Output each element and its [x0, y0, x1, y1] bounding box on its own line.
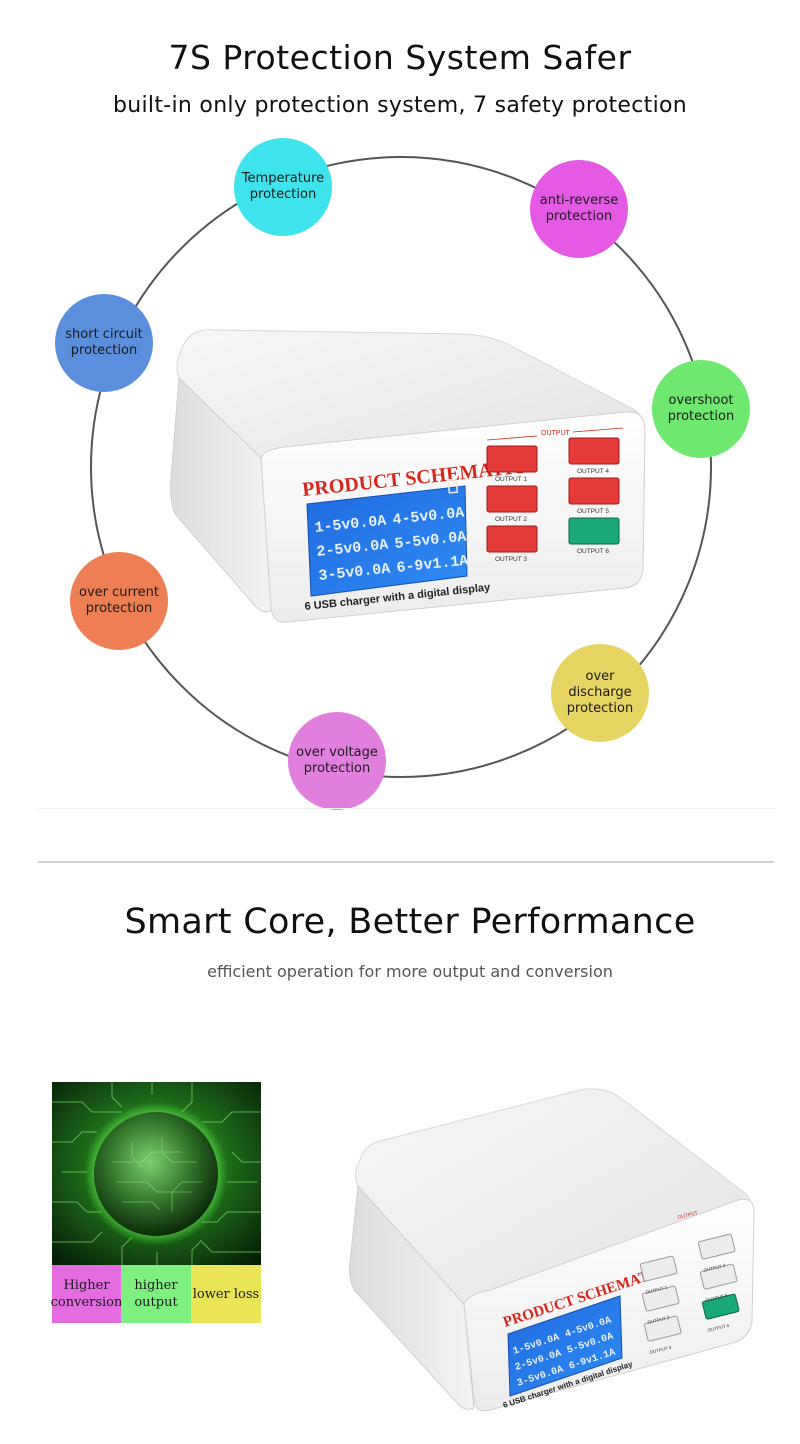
section-divider: [38, 861, 774, 863]
bubble-over-discharge-protection: over discharge protection: [551, 644, 649, 742]
port-label: OUTPUT 3: [495, 556, 527, 563]
output-header: OUTPUT: [541, 430, 571, 437]
port-label: OUTPUT 1: [495, 476, 527, 483]
charger-product-image: PRODUCT SCHEMATIC 1-5v0.0A 2-5v0.0A 3-5v…: [170, 329, 646, 623]
feature-higher-output: higher output: [121, 1265, 191, 1323]
section-title-performance: Smart Core, Better Performance: [124, 902, 696, 942]
section-line: [36, 808, 776, 809]
port-label: OUTPUT 2: [647, 1315, 670, 1325]
port-label: OUTPUT 5: [577, 508, 609, 515]
lcd-display: [507, 1295, 623, 1397]
feature-lower-loss: lower loss: [191, 1265, 261, 1323]
bubble-label: over voltage protection: [296, 745, 378, 776]
bubble-overshoot-protection: overshoot protection: [652, 360, 750, 458]
port-label: OUTPUT 5: [705, 1293, 728, 1303]
output-header: OUTPUT: [677, 1210, 698, 1221]
usb-ports: [486, 437, 620, 553]
circuit-chip-image: [52, 1082, 261, 1265]
usb-ports: [639, 1233, 740, 1342]
bubble-over-current-protection: over current protection: [70, 552, 168, 650]
section-title-protection: 7S Protection System Safer: [168, 38, 632, 77]
smart-core-panel: Higher conversion higher output lower lo…: [50, 1082, 261, 1323]
port-label: OUTPUT 6: [707, 1323, 730, 1333]
feature-label: lower loss: [192, 1286, 260, 1302]
protection-ring: [90, 156, 712, 778]
section-subtitle-performance: efficient operation for more output and …: [207, 962, 613, 981]
charger-product-image-angled: PRODUCT SCHEMATIC 1-5v0.0A 2-5v0.0A 3-5v…: [349, 1088, 755, 1412]
bubble-label: overshoot protection: [667, 393, 735, 424]
port-label: OUTPUT 4: [577, 468, 609, 475]
feature-label: higher output: [134, 1278, 178, 1310]
port-label: OUTPUT 2: [495, 516, 527, 523]
battery-icon: [447, 478, 459, 494]
port-label: OUTPUT 3: [649, 1345, 672, 1355]
port-label: OUTPUT 6: [577, 548, 609, 555]
bubble-label: short circuit protection: [65, 327, 143, 358]
bubble-temperature-protection: Temperature protection: [234, 138, 332, 236]
bubble-label: Temperature protection: [241, 171, 325, 202]
bubble-label: over discharge protection: [566, 669, 634, 716]
bubble-short-circuit-protection: short circuit protection: [55, 294, 153, 392]
bubble-over-voltage-protection: over voltage protection: [288, 712, 386, 810]
bubble-label: anti-reverse protection: [539, 193, 619, 224]
feature-label: Higher conversion: [50, 1278, 123, 1310]
bubble-anti-reverse-protection: anti-reverse protection: [530, 160, 628, 258]
bubble-label: over current protection: [78, 585, 160, 616]
lcd-display: [306, 485, 468, 597]
port-label: OUTPUT 1: [645, 1285, 668, 1295]
section-subtitle-protection: built-in only protection system, 7 safet…: [112, 93, 687, 118]
port-label: OUTPUT 4: [703, 1263, 726, 1273]
feature-higher-conversion: Higher conversion: [50, 1265, 123, 1323]
